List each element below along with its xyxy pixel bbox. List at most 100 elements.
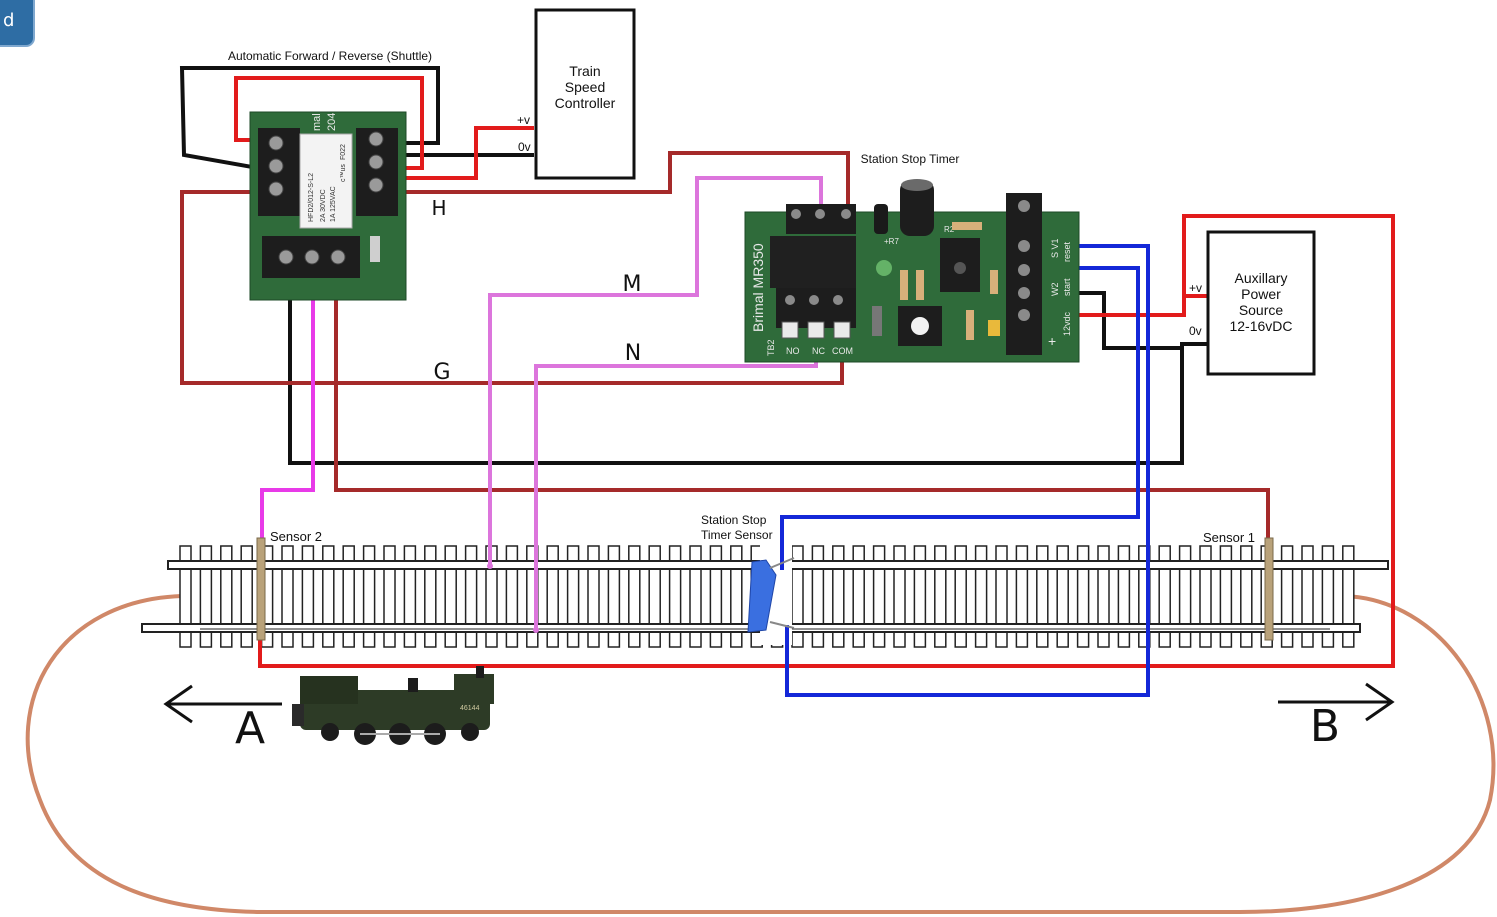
timer-side-12vdc: 12vdc (1062, 311, 1072, 336)
relay-mark: c™us (340, 164, 347, 182)
station-stop-timer-sensor: Station Stop Timer Sensor (701, 513, 795, 633)
track-sleeper (1056, 545, 1069, 648)
loco-number: 46144 (460, 705, 480, 712)
track-sleeper (566, 545, 580, 648)
track-sleeper (1117, 545, 1131, 648)
wire-g (180, 190, 844, 385)
track-sleeper (872, 545, 886, 648)
track-sleeper (362, 545, 376, 648)
track-sleeper (444, 545, 457, 648)
timer-terminal-bottom (776, 288, 856, 328)
shuttle-module: Automatic Forward / Reverse (Shuttle) HF… (228, 49, 447, 301)
track-sleeper (893, 545, 906, 648)
aux-power-line-3: Source (1239, 302, 1284, 318)
sensor-2: Sensor 2 (256, 529, 322, 641)
capacitor (900, 180, 934, 236)
timer-relay (770, 236, 856, 288)
track-sleeper (648, 545, 661, 648)
darkred-wires (180, 151, 1270, 545)
timer-side-reset: reset (1062, 241, 1072, 262)
timer-sensor-line-1: Station Stop (701, 513, 767, 527)
speed-controller-zero: 0v (518, 140, 531, 154)
track-sleeper (546, 545, 559, 648)
direction-b-label: B (1310, 701, 1340, 752)
track-sleeper (709, 545, 723, 648)
wire-m (488, 176, 823, 566)
relay-line-2: 2A 30VDC (320, 189, 327, 222)
sensor1-label: Sensor 1 (1203, 530, 1255, 545)
station-stop-timer: Station Stop Timer NO NC COM TB2 Brimal … (744, 152, 1080, 363)
timer-tb-label: TB2 (766, 339, 776, 356)
track-sleeper (607, 545, 621, 648)
track-sleeper (1036, 545, 1049, 648)
track-sleeper (199, 545, 213, 648)
speed-controller-line-2: Speed (565, 79, 605, 95)
track-sleeper (1015, 545, 1029, 648)
aux-power-line-4: 12-16vDC (1229, 318, 1292, 334)
corner-badge[interactable]: d (0, 0, 35, 47)
track-loop (25, 594, 1496, 914)
sensor2-wire (260, 282, 315, 545)
track-sleeper (342, 545, 355, 648)
speed-controller-line-3: Controller (555, 95, 616, 111)
led (876, 260, 892, 276)
track-sleeper (281, 545, 294, 648)
track-sleeper (1178, 545, 1192, 648)
aux-power-box (1206, 230, 1316, 376)
wire-label-n: N (625, 341, 641, 366)
track-sleeper (1280, 545, 1294, 648)
speed-controller-box (534, 8, 636, 180)
timer-mark-r2: R2 (944, 225, 955, 234)
track-sleeper (934, 545, 947, 648)
red-wires (234, 76, 1395, 668)
direction-b: B (1278, 682, 1395, 752)
track-sleeper (240, 545, 253, 648)
track-sleeper (587, 545, 600, 648)
blue-wires (780, 244, 1150, 697)
relay-code: F022 (340, 144, 347, 160)
aux-power-source: Auxillary Power Source 12-16vDC +v 0v (1189, 230, 1316, 376)
aux-power-line-1: Auxillary (1235, 270, 1288, 286)
track-sleeper (403, 545, 417, 648)
track-sleeper (1219, 545, 1233, 648)
track-sleepers (179, 545, 1355, 648)
track-sleeper (220, 545, 233, 648)
timer-side-w2: W2 (1050, 283, 1060, 297)
track-sleeper (995, 545, 1008, 648)
shuttle-relay (299, 133, 353, 229)
wire-label-g: G (433, 360, 450, 385)
track-sleeper (424, 545, 437, 648)
speed-controller-line-1: Train (569, 63, 600, 79)
timer-plus-sign: + (1048, 333, 1056, 349)
shuttle-title: Automatic Forward / Reverse (Shuttle) (228, 49, 432, 63)
track-sleeper (913, 545, 927, 648)
speed-controller-plus: +v (517, 113, 530, 127)
board-model: 204 (326, 113, 338, 131)
locomotive: 46144 (292, 666, 494, 745)
track-sleeper (1199, 545, 1212, 648)
aux-power-line-2: Power (1241, 286, 1281, 302)
train-speed-controller: Train Speed Controller +v 0v (517, 8, 636, 180)
timer-terminal-com: COM (832, 346, 853, 356)
timer-terminal-no: NO (786, 346, 800, 356)
track-sleeper (1076, 545, 1090, 648)
track-sleeper (954, 545, 967, 648)
timer-terminal-nc: NC (812, 346, 825, 356)
timer-side-start: start (1062, 278, 1072, 296)
aux-power-zero: 0v (1189, 324, 1202, 338)
corner-badge-label: d (3, 10, 14, 31)
relay-line-3: 1A 125VAC (330, 186, 337, 222)
relay-line-1: HFD2/012-S-L2 (308, 173, 315, 222)
timer-board-name: Brimal MR350 (750, 243, 766, 332)
track-sleeper (301, 545, 315, 648)
track-sleeper (179, 545, 192, 648)
track-sleeper (668, 545, 682, 648)
track-sleeper (1321, 545, 1335, 648)
timer-sensor-line-2: Timer Sensor (701, 528, 773, 542)
direction-a: A (163, 684, 282, 754)
board-brand: mal (311, 113, 323, 131)
wire-label-h: H (431, 196, 446, 220)
track-sleeper (832, 545, 845, 648)
timer-side-s-v1: S V1 (1050, 238, 1060, 258)
